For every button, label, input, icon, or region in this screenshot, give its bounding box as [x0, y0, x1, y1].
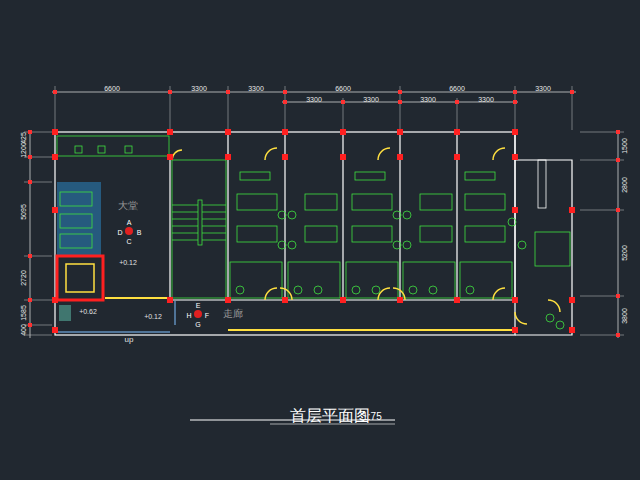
stair-note: up — [125, 336, 134, 344]
elevation: +0.12 — [119, 259, 137, 266]
dimension: 2720 — [20, 270, 27, 286]
dimension: 3300 — [191, 85, 207, 92]
axis-letter: E — [196, 302, 201, 309]
dimension: 6600 — [449, 85, 465, 92]
scale: 1:75 — [362, 412, 381, 422]
axis-letter: F — [205, 312, 209, 319]
dimension: 2800 — [621, 177, 628, 193]
elevation: +0.62 — [79, 308, 97, 315]
axis-letter: B — [137, 229, 142, 236]
dimension: 6600 — [104, 85, 120, 92]
axis-letter: H — [186, 312, 191, 319]
room-name: 走廊 — [223, 309, 243, 319]
hatch — [57, 182, 101, 256]
dimension: 3300 — [248, 85, 264, 92]
dimension: 6600 — [335, 85, 351, 92]
dimension: 3800 — [621, 308, 628, 324]
drawing-title: 首层平面图 — [290, 406, 370, 427]
dimension: 5095 — [20, 204, 27, 220]
dimension: 1585 — [20, 305, 27, 321]
dimension: 3300 — [306, 96, 322, 103]
dimension: 400 — [20, 324, 27, 336]
dimension: 1500 — [621, 138, 628, 154]
room-name: 大堂 — [118, 201, 138, 211]
axis-letter: G — [195, 321, 200, 328]
dimension: 1200 — [20, 142, 27, 158]
elevation: +0.12 — [144, 313, 162, 320]
dimension: 3300 — [478, 96, 494, 103]
dimension: 3300 — [363, 96, 379, 103]
dimension: 3300 — [535, 85, 551, 92]
axis-letter: C — [126, 238, 131, 245]
axis-letter: D — [117, 229, 122, 236]
axis-letter: A — [127, 219, 132, 226]
dimension: 425 — [20, 132, 27, 144]
dimension: 5200 — [621, 245, 628, 261]
dimension: 3300 — [420, 96, 436, 103]
